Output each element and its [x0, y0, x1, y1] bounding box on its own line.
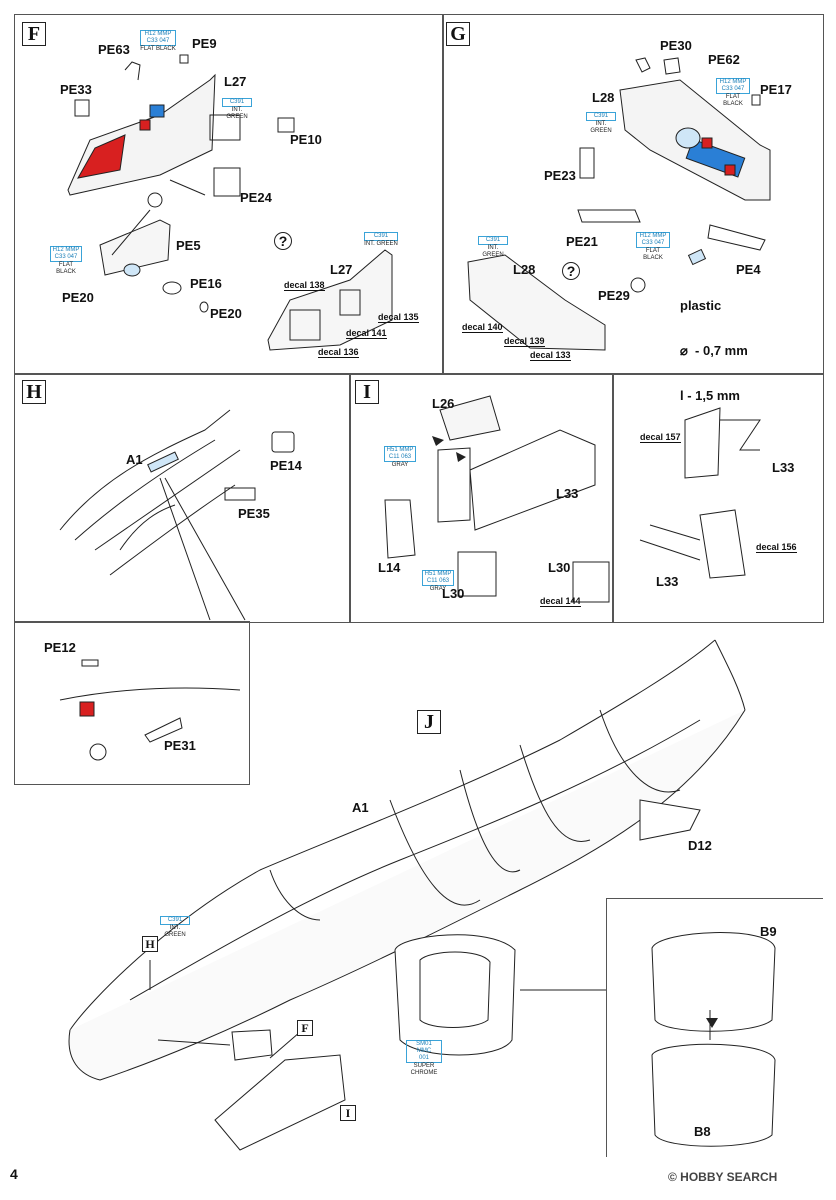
question-icon: ? — [562, 262, 580, 280]
step-g-badge: G — [446, 22, 470, 46]
part-label: L30 — [548, 560, 571, 575]
part-label: L33 — [656, 574, 679, 589]
part-label: L33 — [772, 460, 795, 475]
part-label: L27 — [224, 74, 247, 89]
part-label: PE24 — [240, 190, 272, 205]
ref-step-f: F — [297, 1020, 313, 1036]
part-label: L33 — [556, 486, 579, 501]
decal-label: decal 135 — [378, 312, 419, 323]
ref-step-h: H — [142, 936, 158, 952]
part-label: PE62 — [708, 52, 740, 67]
decal-label: decal 141 — [346, 328, 387, 339]
decal-label: decal 140 — [462, 322, 503, 333]
part-label: PE20 — [210, 306, 242, 321]
step-i-badge: I — [355, 380, 379, 404]
panel-i-detail — [612, 373, 824, 623]
part-label: PE12 — [44, 640, 76, 655]
part-label: L27 — [330, 262, 353, 277]
plastic-dia: ⌀ - 0,7 mm — [680, 343, 748, 358]
part-label: L28 — [592, 90, 615, 105]
page-number: 4 — [10, 1166, 18, 1182]
part-label: PE30 — [660, 38, 692, 53]
part-label: B8 — [694, 1124, 711, 1139]
panel-i — [349, 373, 614, 623]
part-label: A1 — [352, 800, 369, 815]
part-label: L14 — [378, 560, 401, 575]
panel-h — [14, 373, 351, 623]
part-label: D12 — [688, 838, 712, 853]
part-label: L26 — [432, 396, 455, 411]
decal-label: decal 138 — [284, 280, 325, 291]
part-label: PE9 — [192, 36, 217, 51]
decal-label: decal 144 — [540, 596, 581, 607]
part-label: PE10 — [290, 132, 322, 147]
part-label: PE17 — [760, 82, 792, 97]
step-h-badge: H — [22, 380, 46, 404]
panel-h-detail — [14, 621, 250, 785]
part-label: PE14 — [270, 458, 302, 473]
decal-label: decal 136 — [318, 347, 359, 358]
plastic-note: plastic ⌀ - 0,7 mm l - 1,5 mm — [680, 268, 748, 418]
part-label: PE21 — [566, 234, 598, 249]
watermark-footer: © HOBBY SEARCH — [668, 1170, 778, 1184]
part-label: PE16 — [190, 276, 222, 291]
part-label: PE5 — [176, 238, 201, 253]
part-label: L28 — [513, 262, 536, 277]
part-label: PE20 — [62, 290, 94, 305]
part-label: PE63 — [98, 42, 130, 57]
decal-label: decal 157 — [640, 432, 681, 443]
part-label: B9 — [760, 924, 777, 939]
part-label: A1 — [126, 452, 143, 467]
part-label: PE33 — [60, 82, 92, 97]
ref-step-i: I — [340, 1105, 356, 1121]
decal-label: decal 139 — [504, 336, 545, 347]
part-label: PE4 — [736, 262, 761, 277]
plastic-len: l - 1,5 mm — [680, 388, 740, 403]
panel-j-detail — [606, 898, 823, 1157]
panel-g — [442, 14, 824, 375]
panel-f — [14, 14, 444, 375]
part-label: PE35 — [238, 506, 270, 521]
part-label: PE31 — [164, 738, 196, 753]
step-j-badge: J — [417, 710, 441, 734]
question-icon: ? — [274, 232, 292, 250]
step-f-badge: F — [22, 22, 46, 46]
part-label: PE29 — [598, 288, 630, 303]
part-label: L30 — [442, 586, 465, 601]
decal-label: decal 133 — [530, 350, 571, 361]
decal-label: decal 156 — [756, 542, 797, 553]
part-label: PE23 — [544, 168, 576, 183]
plastic-title: plastic — [680, 298, 722, 313]
